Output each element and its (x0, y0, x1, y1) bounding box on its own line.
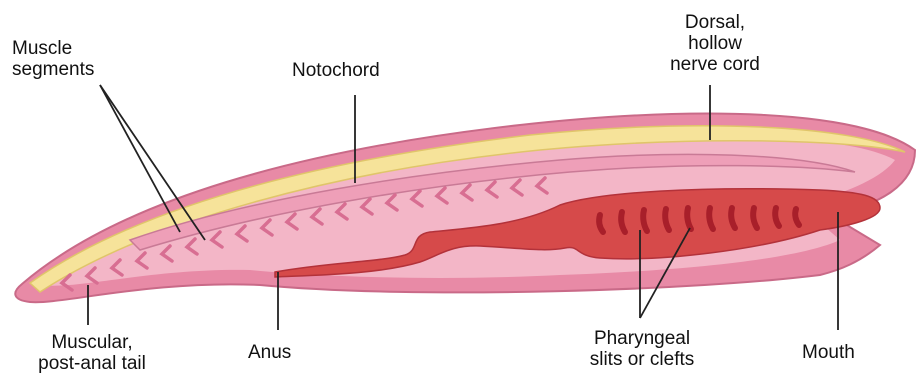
label-muscle-segments: Muscle segments (12, 38, 94, 80)
label-anus: Anus (248, 342, 291, 363)
label-notochord: Notochord (292, 60, 380, 81)
leader-muscle-segments-1 (100, 85, 180, 232)
label-pharyngeal-slits: Pharyngeal slits or clefts (562, 328, 722, 370)
label-muscular-tail: Muscular, post-anal tail (12, 332, 172, 374)
label-dorsal-nerve-cord: Dorsal, hollow nerve cord (655, 12, 775, 75)
label-mouth: Mouth (802, 342, 855, 363)
